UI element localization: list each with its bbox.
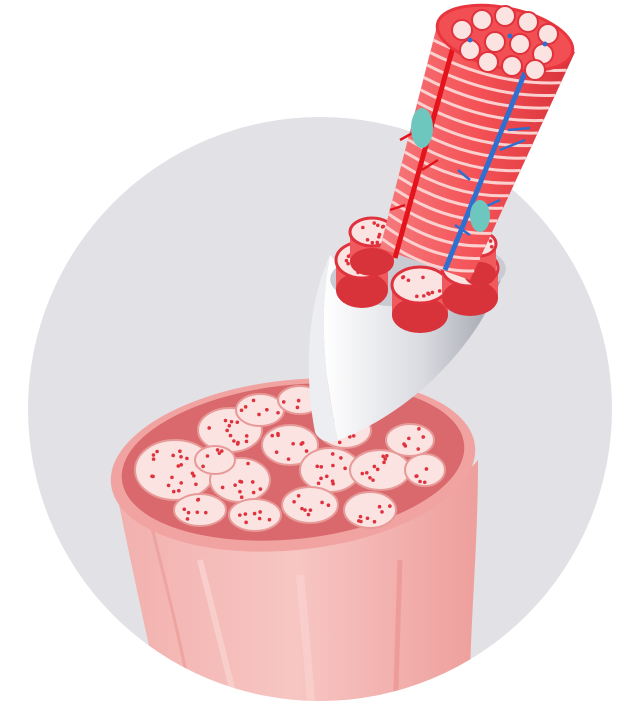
fascicle <box>282 487 338 523</box>
myofibril <box>472 10 492 30</box>
myofibril <box>485 32 505 52</box>
myofibril <box>538 24 558 44</box>
fascicle <box>229 499 281 531</box>
fascicle <box>174 494 226 526</box>
fascicle <box>195 446 235 474</box>
myofibril <box>452 20 472 40</box>
myofibril <box>478 52 498 72</box>
fascicle <box>386 424 434 456</box>
fascicle <box>236 394 284 426</box>
myofibril <box>502 56 522 76</box>
myofibril <box>495 6 515 26</box>
fascicle <box>344 492 396 528</box>
myofibril <box>460 40 480 60</box>
myofibril <box>525 60 545 80</box>
bundle-fascicle <box>392 267 448 333</box>
myofibril <box>510 34 530 54</box>
fascicle <box>405 454 445 486</box>
nucleus <box>411 108 433 148</box>
nucleus <box>470 200 490 232</box>
fascicle <box>350 450 410 490</box>
myofibril <box>518 12 538 32</box>
